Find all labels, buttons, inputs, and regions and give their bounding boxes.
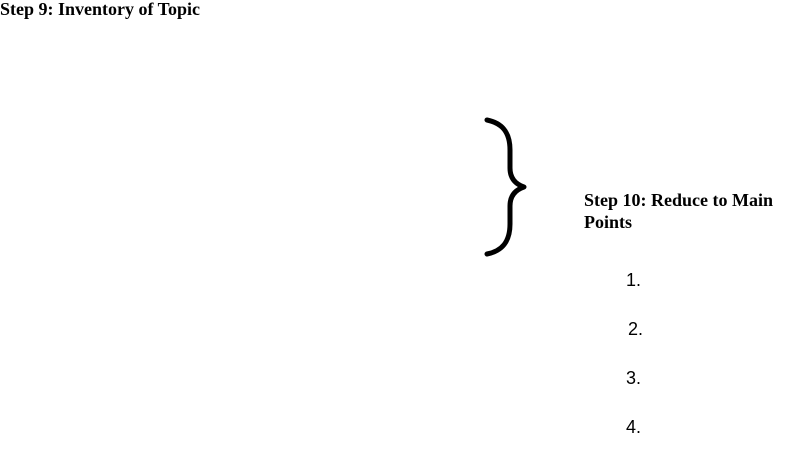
main-points-list: 1. 2. 3. 4. [626, 268, 643, 464]
step9-heading: Step 9: Inventory of Topic [0, 0, 201, 19]
main-point-3: 3. [626, 368, 642, 388]
main-point-4: 4. [626, 417, 642, 437]
main-point-2: 2. [628, 319, 644, 339]
main-point-1: 1. [626, 270, 642, 290]
step10-heading: Step 10: Reduce to Main Points [584, 190, 773, 232]
right-curly-brace-icon [484, 117, 527, 257]
